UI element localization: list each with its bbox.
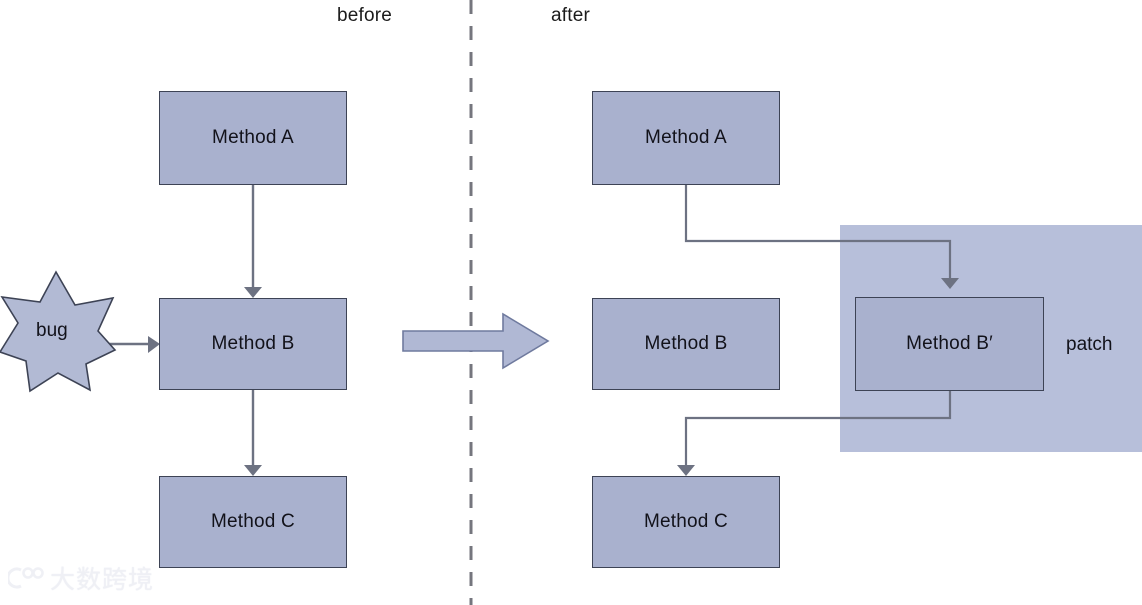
bug-star-shape (0, 270, 117, 393)
edge-before-b-to-c (244, 390, 262, 476)
edge-before-a-to-b (244, 185, 262, 298)
after-method-b-box[interactable]: Method B (592, 298, 780, 390)
after-method-b-prime-label: Method B′ (906, 333, 993, 354)
after-method-c-box[interactable]: Method C (592, 476, 780, 568)
after-method-a-box[interactable]: Method A (592, 91, 780, 185)
before-method-c-box[interactable]: Method C (159, 476, 347, 568)
label-after: after (551, 5, 591, 26)
after-method-b-prime-box[interactable]: Method B′ (855, 297, 1044, 391)
bug-label: bug (36, 320, 68, 341)
edge-bug-to-b (108, 336, 160, 353)
transition-arrow-shape (402, 312, 550, 370)
before-method-b-box[interactable]: Method B (159, 298, 347, 390)
before-method-c-label: Method C (211, 511, 295, 532)
after-method-c-label: Method C (644, 511, 728, 532)
before-method-a-label: Method A (212, 127, 294, 148)
before-method-a-box[interactable]: Method A (159, 91, 347, 185)
after-method-a-label: Method A (645, 127, 727, 148)
patch-label: patch (1066, 334, 1113, 355)
before-method-b-label: Method B (211, 333, 295, 354)
after-method-b-label: Method B (644, 333, 728, 354)
label-before: before (337, 5, 393, 26)
